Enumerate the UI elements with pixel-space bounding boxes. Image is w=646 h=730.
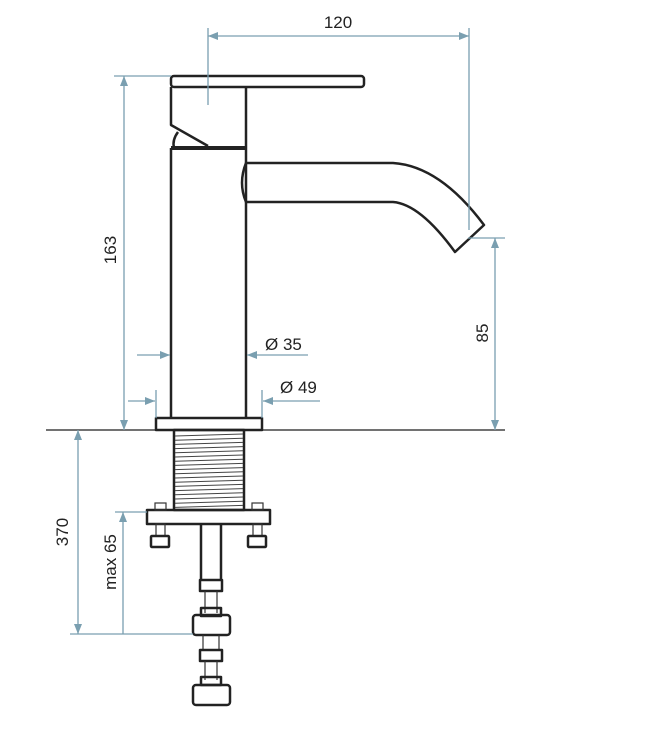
handle-cartridge xyxy=(172,131,180,149)
thread-line xyxy=(174,437,244,441)
thread-line xyxy=(174,467,244,471)
thread-line xyxy=(174,479,244,483)
supply-hose xyxy=(191,524,232,707)
dimension-total-height: 163 xyxy=(101,75,171,430)
mounting-bolt-left xyxy=(149,502,171,549)
thread-line xyxy=(174,492,244,496)
thread-line xyxy=(174,500,244,504)
label-spout-height: 85 xyxy=(473,324,492,343)
threads xyxy=(174,433,244,508)
thread-line xyxy=(174,433,244,437)
mounting-plate xyxy=(145,508,272,526)
label-hose-length: 370 xyxy=(53,518,72,546)
dimension-hose-length: 370 xyxy=(53,430,193,635)
lever-handle xyxy=(169,74,366,89)
label-max-counter-thickness: max 65 xyxy=(101,534,120,590)
label-total-height: 163 xyxy=(101,236,120,264)
thread-line xyxy=(174,496,244,500)
handle-body xyxy=(169,87,248,148)
thread-line xyxy=(174,475,244,479)
thread-line xyxy=(174,471,244,475)
thread-line xyxy=(174,504,244,508)
thread-line xyxy=(174,462,244,466)
dimension-base-diameter: Ø 49 xyxy=(128,378,320,418)
thread-line xyxy=(174,446,244,450)
thread-line xyxy=(174,483,244,487)
dimension-body-diameter: Ø 35 xyxy=(137,335,308,359)
thread-line xyxy=(174,441,244,445)
spout xyxy=(240,161,486,254)
dimension-max-counter-thickness: max 65 xyxy=(101,511,147,634)
dimension-spout-reach: 120 xyxy=(207,13,470,230)
thread-line xyxy=(174,450,244,454)
mounting-bolt-right xyxy=(246,502,268,549)
faucet xyxy=(145,74,486,707)
label-body-diameter: Ø 35 xyxy=(265,335,302,354)
thread-line xyxy=(174,454,244,458)
label-base-diameter: Ø 49 xyxy=(280,378,317,397)
base-plate xyxy=(154,416,264,432)
label-spout-reach: 120 xyxy=(324,13,352,32)
dimension-spout-height: 85 xyxy=(468,237,505,430)
thread-line xyxy=(174,488,244,492)
faucet-body xyxy=(169,148,248,418)
thread-line xyxy=(174,458,244,462)
